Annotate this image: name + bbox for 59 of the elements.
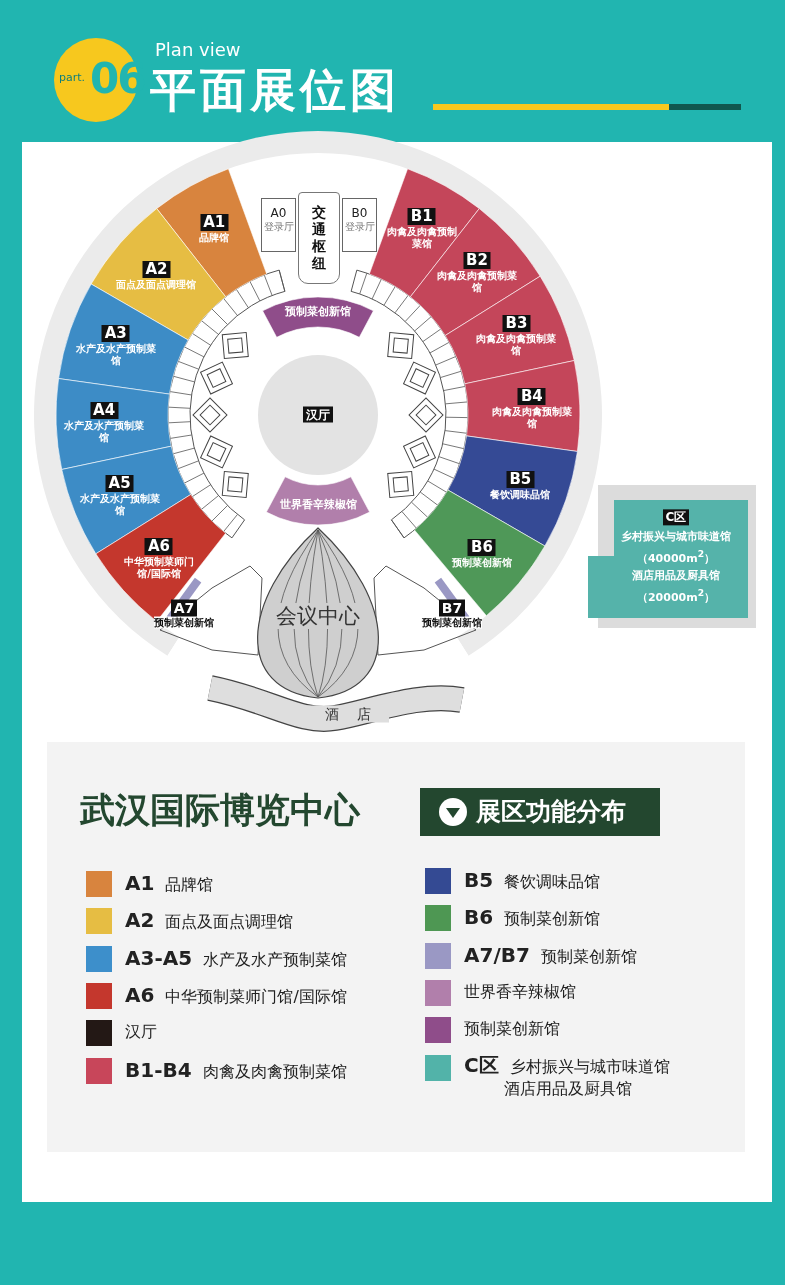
- hall-area: （20000m$^{2}$）: [621, 584, 731, 606]
- hall-area: （40000m$^{2}$）: [621, 545, 731, 567]
- hall-name: 水产及水产预制菜馆: [74, 343, 157, 368]
- subtitle: Plan view: [155, 39, 241, 61]
- code-tag: A5: [105, 475, 134, 493]
- hall-name: 登录厅: [263, 220, 294, 233]
- legend-text: A7/B7 预制菜创新馆: [464, 941, 637, 969]
- hall-code: A0: [269, 205, 288, 221]
- building-name: 会议中心: [276, 603, 360, 629]
- hall-name: 餐饮调味品馆: [489, 488, 552, 501]
- section-heading: 展区功能分布: [476, 796, 626, 828]
- legend-text: A1 品牌馆: [125, 870, 214, 897]
- hall-name: 乡村振兴与城市味道馆: [621, 529, 731, 546]
- hall-name: 世界香辛辣椒馆: [279, 498, 357, 512]
- legend-text: 世界香辛辣椒馆: [464, 980, 576, 1003]
- transport-hub: [298, 192, 340, 284]
- legend-text: A6 中华预制菜师门馆/国际馆: [125, 981, 347, 1009]
- hall-strip: [420, 576, 485, 631]
- zone-tag: C区: [662, 509, 690, 526]
- code-tag: A6: [144, 538, 173, 556]
- part-label: part.: [59, 71, 86, 85]
- hall-name: 中华预制菜师门馆/国际馆: [122, 556, 195, 581]
- hall-name: 预制菜创新馆: [450, 556, 513, 569]
- hall-name: 水产及水产预制菜馆: [63, 420, 145, 445]
- hall-name: 面点及面点调理馆: [115, 278, 198, 291]
- hall-code: B0: [350, 205, 369, 221]
- zone-area: [588, 500, 748, 618]
- legend-text: 汉厅: [125, 1021, 157, 1044]
- code-tag: A3: [101, 325, 130, 343]
- page-title: 平面展位图: [150, 62, 400, 118]
- hall-tag: 汉厅: [303, 406, 333, 423]
- building-name: 酒店: [307, 705, 389, 723]
- hall-name: 预制菜创新馆: [154, 616, 214, 629]
- legend-text: C区 乡村振兴与城市味道馆酒店用品及厨具馆: [464, 1053, 671, 1100]
- legend-text: A3-A5 水产及水产预制菜馆: [125, 944, 348, 972]
- hall-name: 肉禽及肉禽预制菜馆: [436, 269, 518, 294]
- legend-text: B5 餐饮调味品馆: [464, 867, 601, 894]
- hall-name: 预制菜创新馆: [422, 616, 482, 629]
- legend-text: B6 预制菜创新馆: [464, 904, 601, 932]
- code-tag: A7: [170, 599, 198, 617]
- hall-name: 预制菜创新馆: [285, 305, 351, 319]
- lobby-box: [342, 198, 377, 252]
- hall-name: 肉禽及肉禽预制菜馆: [385, 225, 458, 250]
- hall-name: 酒店用品及厨具馆: [631, 568, 721, 584]
- code-tag: A4: [90, 402, 119, 420]
- hub-name: 交通枢纽: [312, 204, 326, 272]
- legend-text: 预制菜创新馆: [464, 1018, 560, 1041]
- hall-name: 肉禽及肉禽预制菜馆: [491, 405, 573, 430]
- hall-name: 水产及水产预制菜馆: [79, 493, 161, 518]
- legend-text: A2 面点及面点调理馆: [125, 907, 294, 935]
- hall-name: 肉禽及肉禽预制菜馆: [475, 332, 557, 357]
- hall-arc: [262, 297, 374, 339]
- venue-name: 武汉国际博览中心: [80, 789, 360, 832]
- hall-name: 登录厅: [344, 220, 375, 233]
- hall-arc: [266, 476, 371, 526]
- code-tag: B7: [438, 599, 466, 617]
- hall-name: 品牌馆: [198, 231, 231, 244]
- lobby-box: [261, 198, 296, 252]
- legend-text: B1-B4 肉禽及肉禽预制菜馆: [125, 1056, 347, 1084]
